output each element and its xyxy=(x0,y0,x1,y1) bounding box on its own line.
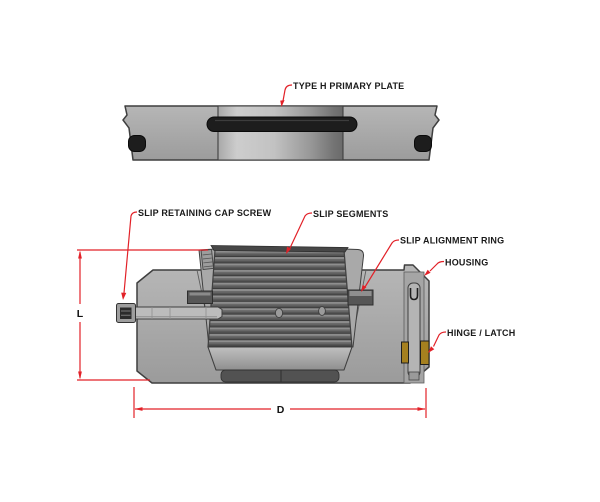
dim-L-label: L xyxy=(77,308,84,320)
hinge-eye-notch xyxy=(409,288,419,301)
oring-seal xyxy=(206,116,358,132)
slip-hole-right xyxy=(318,306,326,316)
callout-cap-screw: SLIP RETAINING CAP SCREW xyxy=(138,208,272,218)
leader-housing-arrow xyxy=(424,269,431,276)
callout-slip-segments: SLIP SEGMENTS xyxy=(313,209,388,219)
slip-collar xyxy=(207,346,353,371)
cap-screw xyxy=(116,303,223,323)
slip-hole-left xyxy=(274,307,284,319)
leader-alignment-ring-arrow xyxy=(361,284,367,292)
plate-hub xyxy=(217,105,344,161)
leader-hinge-latch-arrow xyxy=(428,346,435,353)
slip-segments-threads xyxy=(207,249,353,348)
callout-housing: HOUSING xyxy=(445,258,488,268)
leader-cap-screw xyxy=(123,211,138,294)
leader-slip-segments xyxy=(289,212,313,249)
plate-seal-right xyxy=(414,135,432,152)
retaining-stud xyxy=(200,248,215,270)
leader-slip-segments-arrow xyxy=(286,246,292,254)
callout-alignment-ring: SLIP ALIGNMENT RING xyxy=(400,236,504,246)
cap-screw-socket-lines xyxy=(121,310,131,316)
cap-screw-socket xyxy=(120,307,132,319)
cap-screw-seams xyxy=(151,307,207,319)
leader-primary-plate-arrow xyxy=(280,100,285,107)
leader-cap-screw-arrow xyxy=(121,292,127,300)
leader-alignment-ring xyxy=(364,239,400,288)
slip-top-face xyxy=(210,245,349,253)
latch-gold-right xyxy=(420,340,430,365)
dim-D-arrow-right xyxy=(417,407,426,411)
callouts: SLIP RETAINING CAP SCREW SLIP SEGMENTS S… xyxy=(121,208,515,353)
leader-hinge-latch xyxy=(432,331,447,347)
dim-L-arrow-bottom xyxy=(78,371,82,380)
retainer-block-left xyxy=(187,290,213,304)
dim-L-arrow-top xyxy=(78,250,82,259)
slip-assembly-view xyxy=(116,245,430,384)
hinge-foot xyxy=(408,371,420,381)
alignment-ring-block xyxy=(347,289,374,306)
hinge-pin xyxy=(407,282,421,378)
leader-primary-plate xyxy=(282,84,293,102)
primary-plate-view: TYPE H PRIMARY PLATE xyxy=(122,81,440,161)
leader-housing xyxy=(429,260,445,272)
collar-base-ring xyxy=(220,369,340,383)
latch-gold-left xyxy=(401,341,409,364)
hinge-latch-assembly xyxy=(401,271,430,384)
dim-D-label: D xyxy=(277,404,285,416)
dimension-D: D xyxy=(133,387,427,418)
callout-hinge-latch: HINGE / LATCH xyxy=(447,328,515,338)
plate-seal-left xyxy=(128,135,146,152)
dim-D-arrow-left xyxy=(134,407,143,411)
dimension-L: L xyxy=(77,249,208,381)
callout-primary-plate: TYPE H PRIMARY PLATE xyxy=(293,81,404,91)
